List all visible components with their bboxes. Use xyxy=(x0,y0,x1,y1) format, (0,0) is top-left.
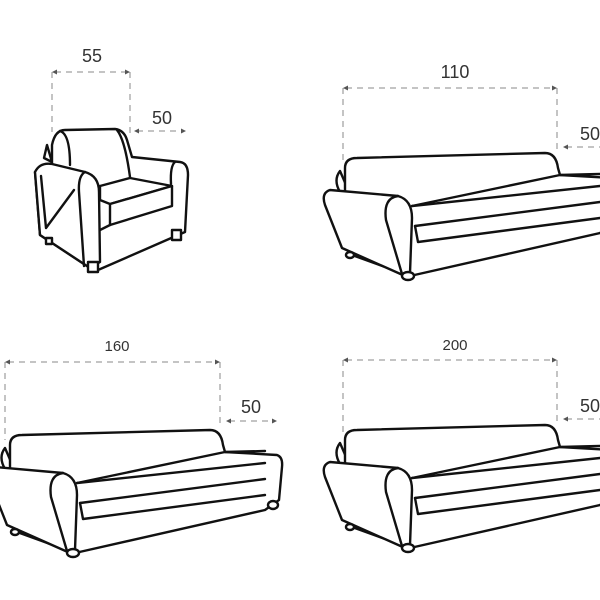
armchair-depth-label: 50 xyxy=(152,108,172,128)
sofa-200: 200 50 xyxy=(322,337,600,554)
armchair-width-label: 55 xyxy=(82,46,102,66)
armchair: 55 50 xyxy=(33,46,190,274)
sofa-160-width-label: 160 xyxy=(104,338,129,355)
sofa-110-width-label: 110 xyxy=(441,62,470,82)
sofa-110-depth-label: 50 xyxy=(580,124,600,144)
sofa-110: 110 50 xyxy=(322,62,600,282)
sofa-200-width-label: 200 xyxy=(442,337,467,354)
sofa-160-depth-label: 50 xyxy=(241,397,261,417)
sofa-200-depth-label: 50 xyxy=(580,396,600,416)
sofa-160: 160 50 xyxy=(0,338,284,559)
